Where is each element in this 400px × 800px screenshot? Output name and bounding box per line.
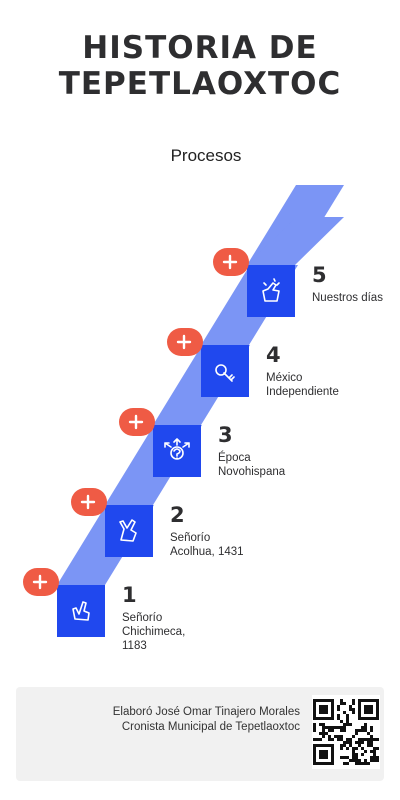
step-number: 4 xyxy=(266,343,281,367)
step-riser xyxy=(57,585,105,637)
peace-hand-icon xyxy=(119,519,137,542)
title-line-2: TEPETLAOXTOC xyxy=(58,66,342,102)
plus-icon xyxy=(32,574,48,590)
step-5 xyxy=(213,185,344,317)
expand-plus-button[interactable] xyxy=(71,488,107,516)
footer-line-1: Elaboró José Omar Tinajero Morales xyxy=(112,706,300,718)
step-tread-top xyxy=(247,217,344,265)
step-description: México Independiente xyxy=(266,372,339,398)
title-line-1: HISTORIA DE xyxy=(82,30,318,66)
footer-panel: Elaboró José Omar Tinajero Morales Croni… xyxy=(16,687,384,781)
plus-icon xyxy=(176,334,192,350)
step-description: Señorío Chichimeca, 1183 xyxy=(122,612,186,652)
plus-icon xyxy=(128,414,144,430)
step-number: 1 xyxy=(122,583,137,607)
key-icon xyxy=(215,364,235,382)
step-riser xyxy=(153,425,201,477)
footer-credit: Elaboró José Omar Tinajero Morales Croni… xyxy=(76,705,300,735)
step-number: 5 xyxy=(312,263,327,287)
plus-icon xyxy=(222,254,238,270)
step-number: 2 xyxy=(170,503,185,527)
qr-code-icon[interactable] xyxy=(312,695,380,769)
step-number: 3 xyxy=(218,423,233,447)
step-description: Señorío Acolhua, 1431 xyxy=(170,532,244,558)
plus-icon xyxy=(80,494,96,510)
step-riser xyxy=(105,505,153,557)
hand-pointing-icon xyxy=(72,601,90,621)
expand-plus-button[interactable] xyxy=(167,328,203,356)
expand-plus-button[interactable] xyxy=(213,248,249,276)
hand-sparkle-icon xyxy=(262,278,280,302)
page-title: HISTORIA DE TEPETLAOXTOC xyxy=(0,30,400,102)
footer-line-2: Cronista Municipal de Tepetlaoxtoc xyxy=(121,721,300,733)
step-riser xyxy=(201,345,249,397)
step-riser xyxy=(247,265,295,317)
staircase-diagram xyxy=(23,185,344,637)
step-description: Nuestros días xyxy=(312,292,383,304)
expand-plus-button[interactable] xyxy=(119,408,155,436)
step-description: Época Novohispana xyxy=(218,452,286,478)
subtitle: Procesos xyxy=(170,146,242,165)
expand-plus-button[interactable] xyxy=(23,568,59,596)
question-arrows-icon xyxy=(164,438,190,460)
